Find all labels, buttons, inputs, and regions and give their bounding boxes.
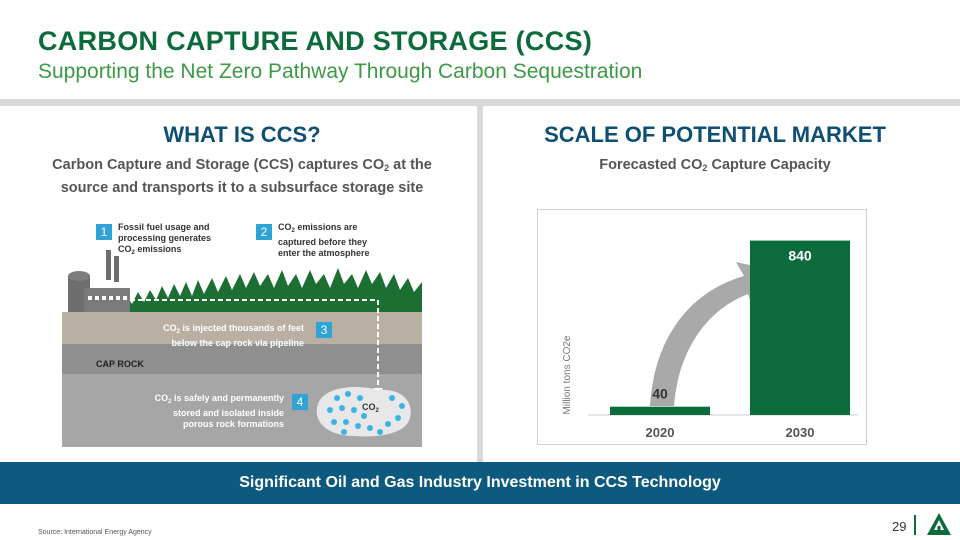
desc-text-a: Carbon Capture and Storage (CCS) capture…	[52, 157, 385, 173]
capacity-chart: Million tons CO2e 40 2020 840 2030	[537, 209, 867, 445]
co2-label-text: CO	[362, 402, 376, 412]
slide-subtitle: Supporting the Net Zero Pathway Through …	[38, 60, 643, 83]
step-3-sub: 2	[176, 329, 180, 335]
ccs-illustration: 1 Fossil fuel usage and processing gener…	[62, 212, 422, 447]
capacity-chart-svg: Million tons CO2e 40 2020 840 2030	[562, 240, 858, 440]
step-3-text: CO2 is injected thousands of feet below …	[138, 323, 304, 349]
pipeline-icon	[130, 299, 379, 392]
step-1-text: Fossil fuel usage and processing generat…	[118, 222, 238, 259]
desc-subscript: 2	[384, 163, 390, 173]
desc-text-b: at the	[389, 157, 432, 173]
header-divider	[0, 99, 960, 106]
step-4-line2: stored and isolated inside	[172, 408, 284, 418]
page-number-divider	[914, 515, 916, 535]
step-4-sub: 2	[168, 399, 172, 405]
step-3-line1: is injected thousands of feet	[179, 323, 304, 333]
step-2-text: CO2 emissions are captured before they e…	[278, 222, 408, 259]
step-3-co2: CO	[163, 323, 177, 333]
left-heading: WHAT IS CCS?	[163, 122, 321, 147]
page-number: 29	[892, 519, 907, 534]
cap-rock-label: CAP ROCK	[96, 359, 144, 369]
data-label-2030: 840	[788, 248, 812, 264]
step-4-badge: 4	[292, 394, 308, 410]
y-axis-label: Million tons CO2e	[562, 335, 573, 414]
cap-rock-layer	[62, 344, 422, 374]
co2-reservoir-icon	[316, 386, 411, 437]
right-sub-subscript: 2	[702, 163, 708, 173]
step-1-co2: CO	[118, 244, 132, 254]
right-subheading: Forecasted CO2 Capture Capacity	[500, 155, 930, 178]
slide-title: CARBON CAPTURE AND STORAGE (CCS)	[38, 26, 593, 56]
step-2-badge: 2	[256, 224, 272, 240]
data-label-2020: 40	[652, 386, 668, 402]
step-1-badge: 1	[96, 224, 112, 240]
right-sub-b: Capture Capacity	[707, 157, 831, 173]
step-4-co2: CO	[154, 393, 169, 403]
step-4-text: CO2 is safely and permanently stored and…	[128, 393, 284, 430]
co2-label-sub: 2	[375, 408, 379, 414]
step-2-line2: captured before they	[278, 237, 368, 247]
bar-2030	[750, 240, 850, 415]
step-2-line1: emissions are	[294, 222, 358, 232]
factory-icon	[68, 250, 130, 312]
step-2-sub: 2	[291, 228, 295, 234]
step-1-line1: Fossil fuel usage and	[118, 222, 210, 232]
x-tick-2020: 2020	[646, 425, 675, 440]
left-description: Carbon Capture and Storage (CCS) capture…	[22, 155, 462, 198]
step-3-badge: 3	[316, 322, 332, 338]
bar-2020	[610, 406, 710, 415]
step-1-line3: emissions	[134, 244, 182, 254]
topsoil-layer	[62, 312, 422, 344]
bottom-banner: Significant Oil and Gas Industry Investm…	[0, 462, 960, 504]
step-2-co2: CO	[278, 222, 292, 232]
desc-text-line2: source and transports it to a subsurface…	[60, 180, 424, 196]
step-4-line3: porous rock formations	[182, 419, 284, 429]
ccs-scene	[62, 212, 422, 447]
step-1-line2: processing generates	[118, 233, 212, 243]
right-heading: SCALE OF POTENTIAL MARKET	[544, 122, 886, 147]
company-logo-icon	[927, 513, 951, 535]
source-note: Source: International Energy Agency	[38, 529, 152, 536]
right-sub-a: Forecasted CO	[599, 157, 703, 173]
column-divider	[477, 106, 483, 462]
step-3-line2: below the cap rock via pipeline	[171, 338, 304, 348]
step-2-line3: enter the atmosphere	[278, 248, 370, 258]
x-tick-2030: 2030	[786, 425, 815, 440]
step-4-line1: is safely and permanently	[171, 393, 284, 403]
step-1-sub: 2	[131, 250, 135, 256]
co2-reservoir-label: CO2	[362, 402, 379, 417]
